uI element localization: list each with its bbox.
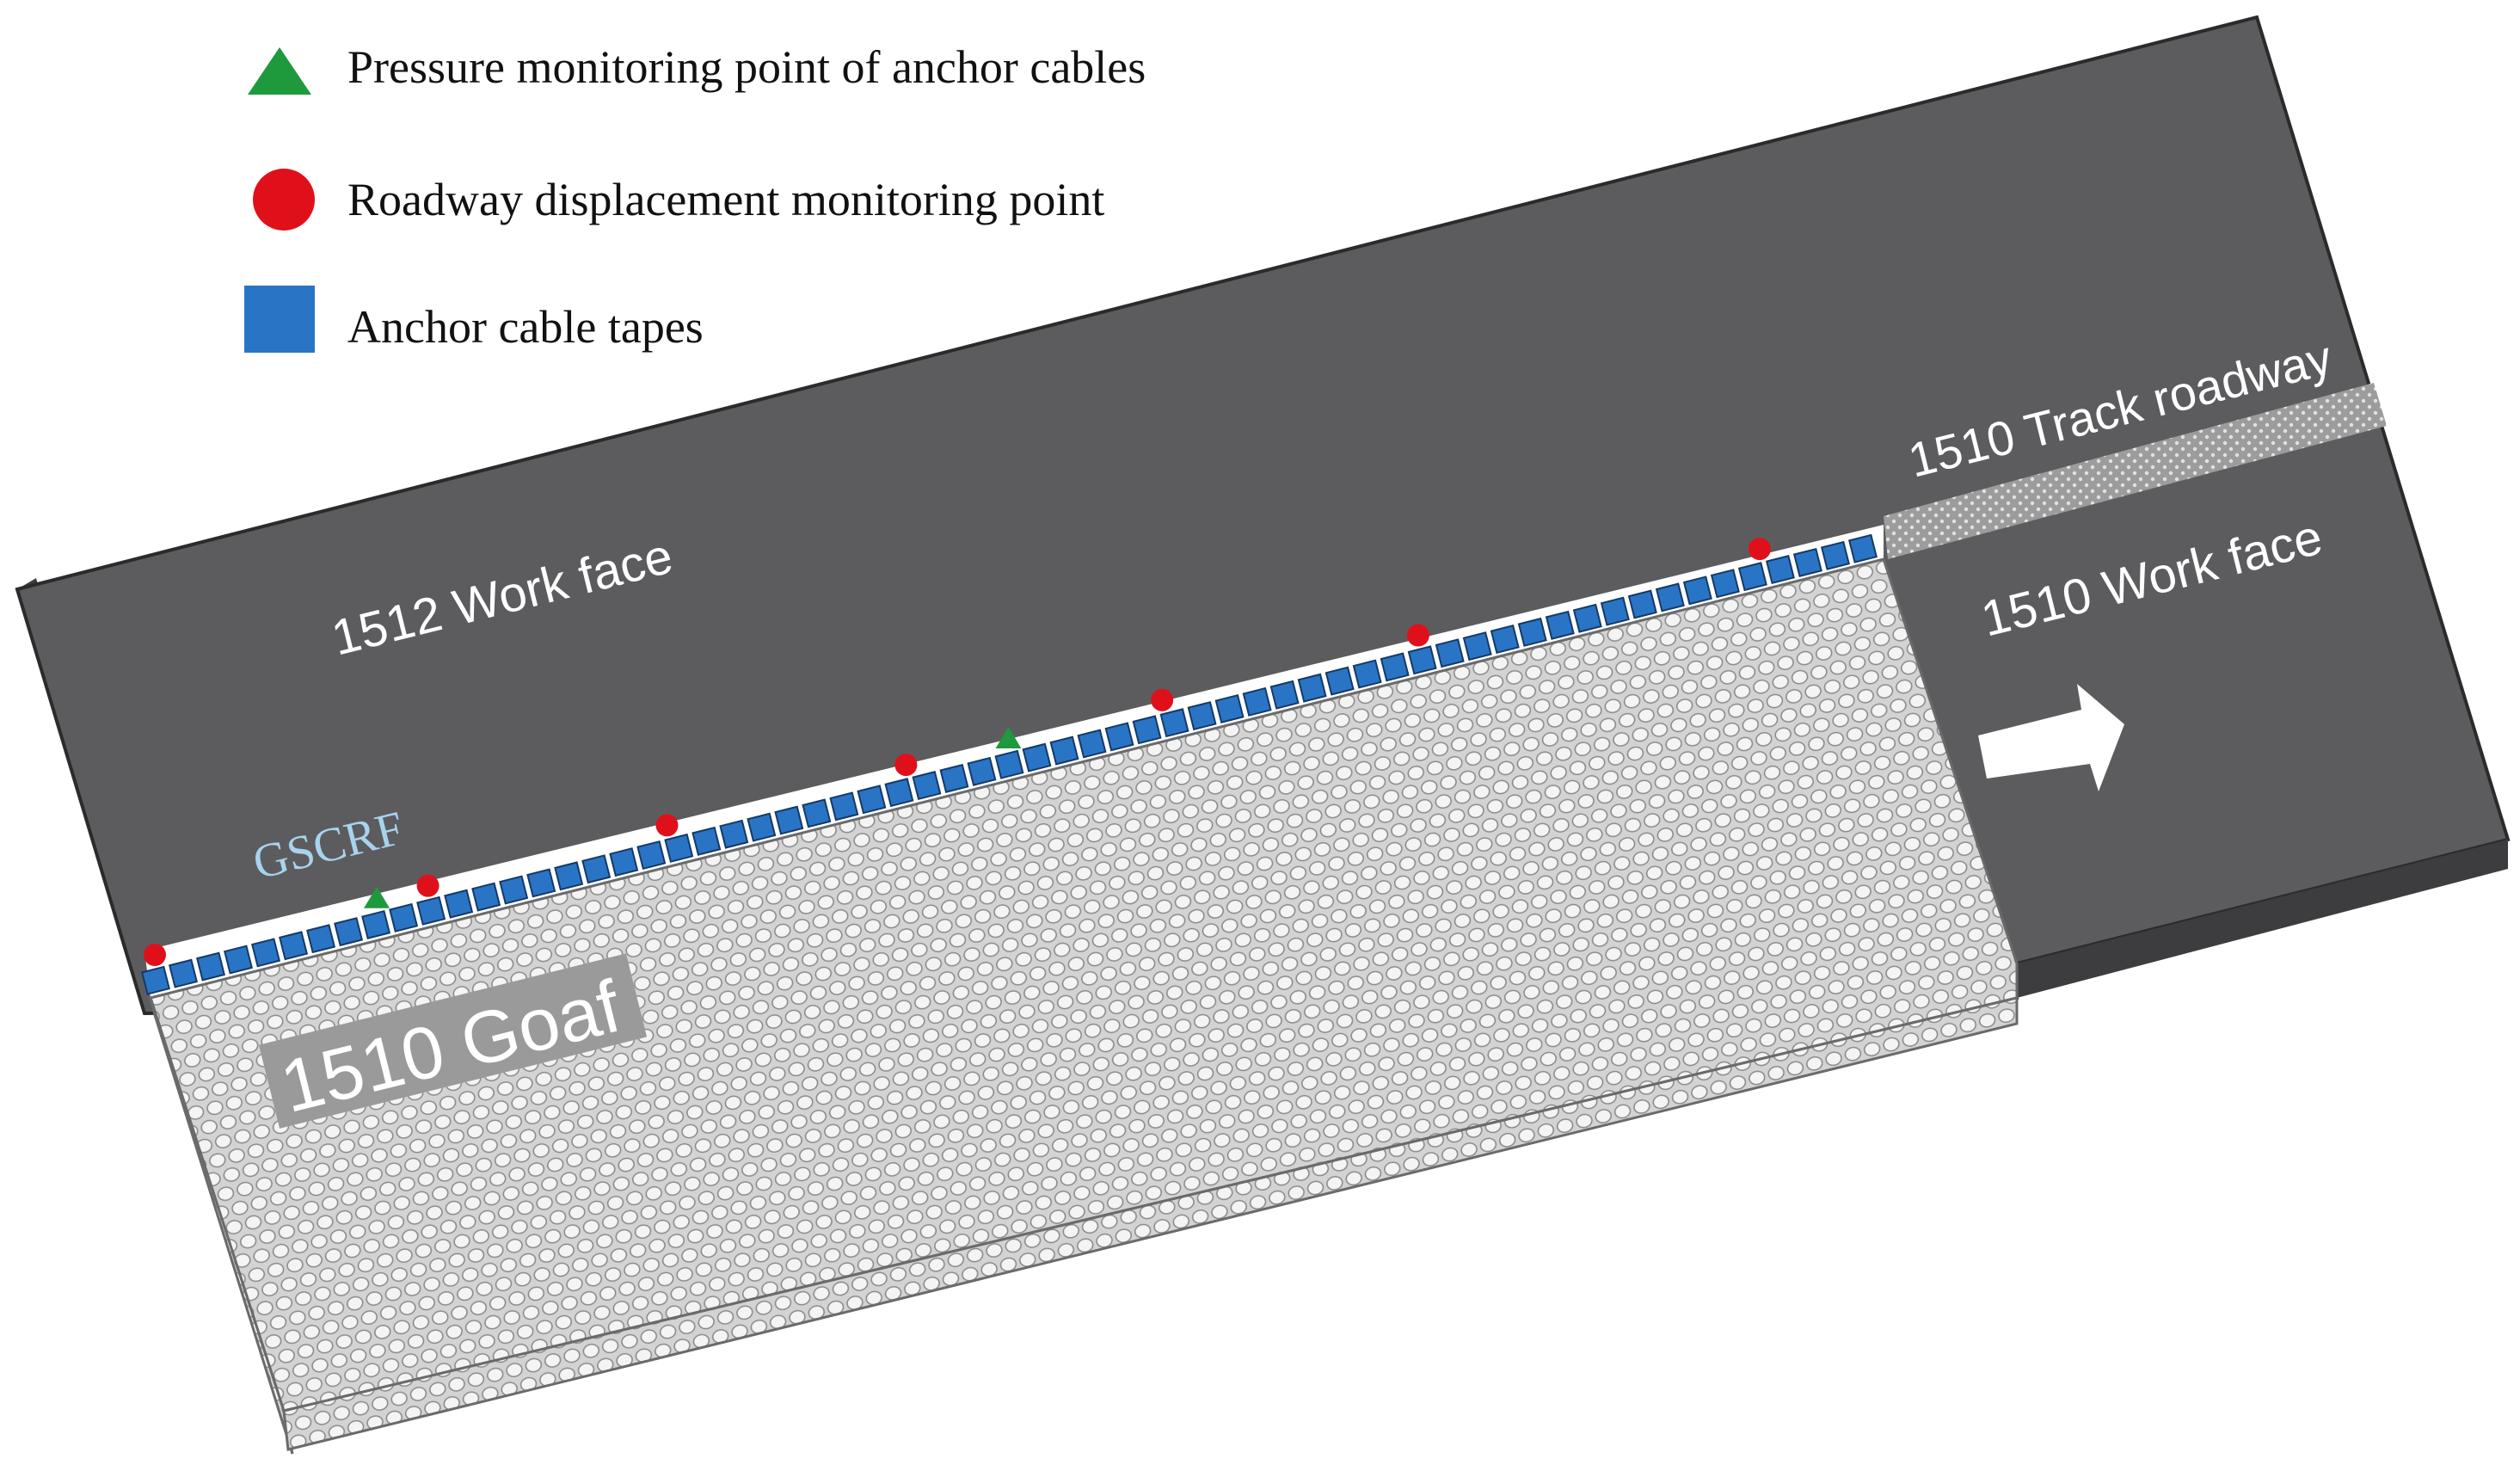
cable-tape [1214,693,1245,723]
monitoring-markers [140,533,1878,995]
cable-tape [1765,555,1795,585]
cable-tape [1682,575,1712,606]
cable-tape [829,791,859,822]
cable-tape [1517,617,1547,647]
cable-tape [1572,603,1602,633]
cable-tape [334,917,364,947]
displacement-point [1151,688,1174,711]
cable-tape [747,812,777,842]
cable-tape [581,854,612,884]
cable-tape [1049,736,1079,766]
legend-displacement-label: Roadway displacement monitoring point [347,174,1104,225]
pressure-point [364,886,390,908]
displacement-point [655,814,679,837]
cable-tape [554,861,584,891]
goaf-front-face [149,997,294,1455]
cable-tape [1792,547,1822,577]
cable-tape [224,945,254,975]
cable-tape [609,847,639,877]
cable-tape [1407,645,1437,675]
cable-tape [1022,742,1052,772]
cable-tape [1847,533,1878,563]
cable-tape [664,833,694,863]
goaf-bottom-face [282,996,2019,1451]
cable-tape [1159,708,1189,738]
cable-tape [1490,625,1520,655]
pressure-point [995,727,1022,748]
cable-tape [251,938,281,968]
goaf-label-background [258,953,648,1129]
cable-tape [1132,715,1162,745]
cable-tape [719,819,749,849]
cable-tape [802,798,832,828]
cable-tape [195,951,226,982]
cable-tape [1737,562,1767,592]
cable-tape [306,924,336,954]
cable-tape [389,902,419,932]
cable-tape [1380,652,1410,682]
cable-tape [1820,540,1850,570]
block-right-side-face [2017,840,2508,998]
cable-tape [416,896,446,926]
cable-tape [1297,673,1327,703]
legend-cable-tape-label: Anchor cable tapes [347,301,704,353]
cable-tape [994,749,1024,779]
cable-tape [774,805,804,835]
legend: Pressure monitoring point of anchor cabl… [244,41,1146,353]
cable-tape [1655,582,1685,612]
cable-tape [1462,631,1492,662]
displacement-point [416,874,439,897]
cable-tape [1600,596,1630,626]
cable-tape [1545,610,1575,640]
cable-tape [279,931,309,961]
cable-tape [444,889,474,919]
cable-tape [140,965,170,995]
cable-tape [1187,701,1217,731]
displacement-point [1406,624,1429,647]
cable-tape [912,771,942,801]
cable-tape [884,778,914,808]
cable-tape [1077,729,1107,759]
cable-tape [168,958,198,988]
displacement-point [144,944,166,966]
cable-tape [636,840,667,871]
cable-tape [1352,659,1382,689]
cable-tape [471,882,501,912]
arrow-right-icon [1978,684,2124,791]
cable-tape [361,909,391,939]
cable-tape [1269,680,1300,710]
legend-square-icon [244,286,315,353]
cable-tape [499,875,529,905]
cable-tape [939,763,969,793]
cable-tape [967,756,997,786]
cable-tape [1104,722,1134,752]
displacement-point [1748,538,1771,561]
cable-tape [1710,569,1740,599]
cable-tape [1627,589,1657,619]
cable-tape [691,826,722,856]
track-roadway-strip [1884,383,2387,559]
legend-pressure-label: Pressure monitoring point of anchor cabl… [347,41,1146,93]
cable-tape [857,785,887,815]
displacement-point [894,754,918,777]
legend-circle-icon [253,169,315,231]
cable-tape [526,868,556,898]
cable-tape [1435,638,1465,668]
cable-tape [1325,666,1355,696]
cable-tape [1242,686,1272,717]
legend-triangle-icon [248,47,311,95]
